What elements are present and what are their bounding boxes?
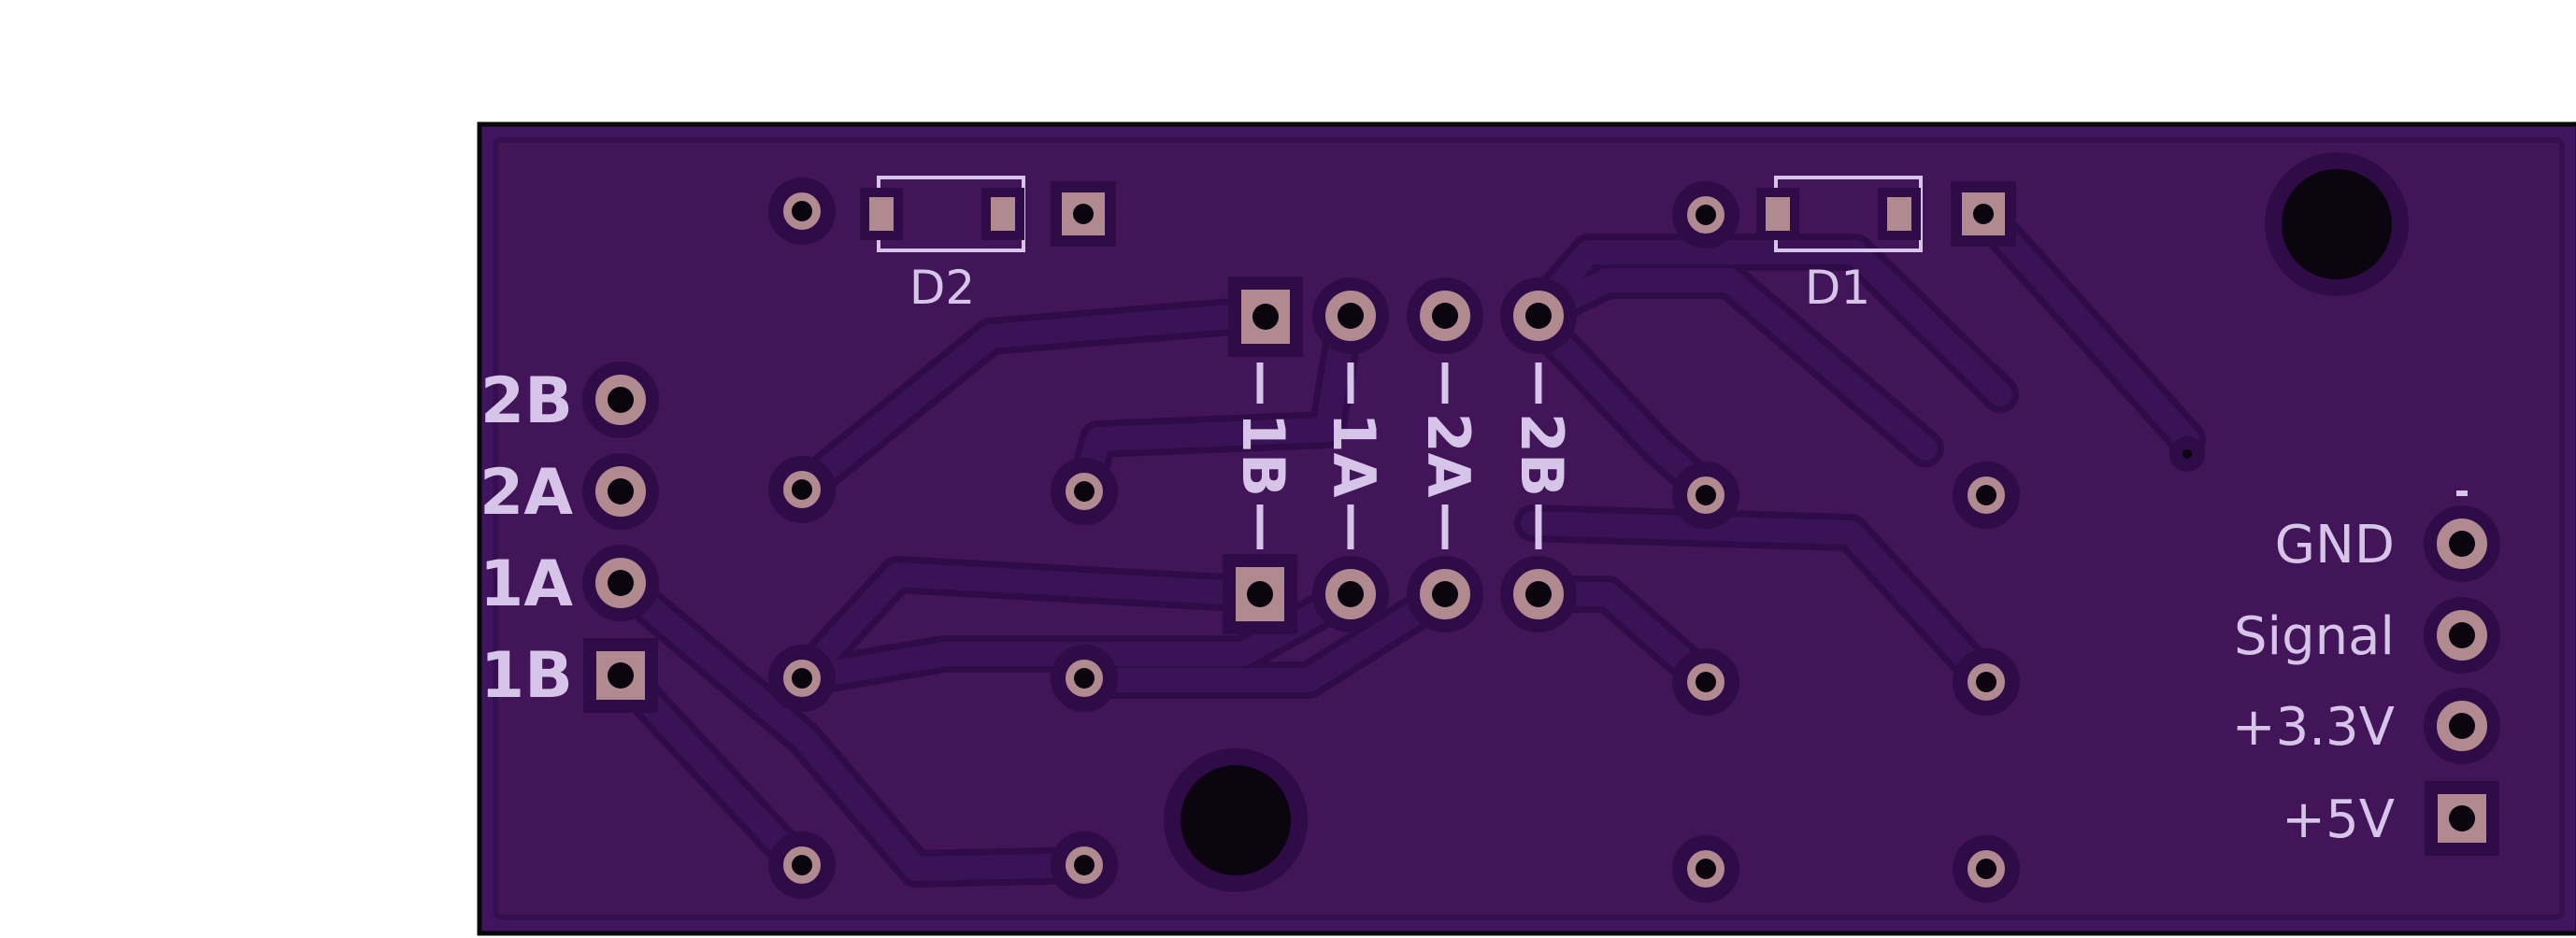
right-label-signal: Signal <box>2234 606 2395 667</box>
left-label-2a: 2A <box>479 456 573 530</box>
resistor-pads <box>768 178 2020 902</box>
left-header: 2B 2A 1A 1B <box>479 362 659 713</box>
center-label-1a: 1A <box>1320 412 1388 497</box>
left-label-1b: 1B <box>480 639 573 713</box>
center-label-2a: 2A <box>1414 412 1482 497</box>
center-connector: 1B 1A 2A 2B <box>1223 277 1577 634</box>
right-label-gnd: GND <box>2275 515 2395 576</box>
via <box>2169 436 2205 472</box>
mounting-hole-top-right <box>2265 152 2409 296</box>
d2-footprint: D2 <box>860 176 1116 315</box>
mounting-hole-bottom-left <box>1164 748 1308 892</box>
right-label-5v: +5V <box>2282 789 2395 850</box>
right-header: GND Signal +3.3V +5V <box>2232 490 2500 856</box>
left-label-1a: 1A <box>479 547 573 621</box>
center-label-2b: 2B <box>1508 413 1576 497</box>
left-label-2b: 2B <box>480 364 573 438</box>
d2-label: D2 <box>909 261 975 315</box>
d1-label: D1 <box>1805 261 1870 315</box>
mounting-holes <box>1164 152 2409 892</box>
center-label-1b: 1B <box>1229 413 1297 497</box>
d1-footprint: D1 <box>1756 176 2016 315</box>
right-label-3v3: +3.3V <box>2232 697 2395 758</box>
